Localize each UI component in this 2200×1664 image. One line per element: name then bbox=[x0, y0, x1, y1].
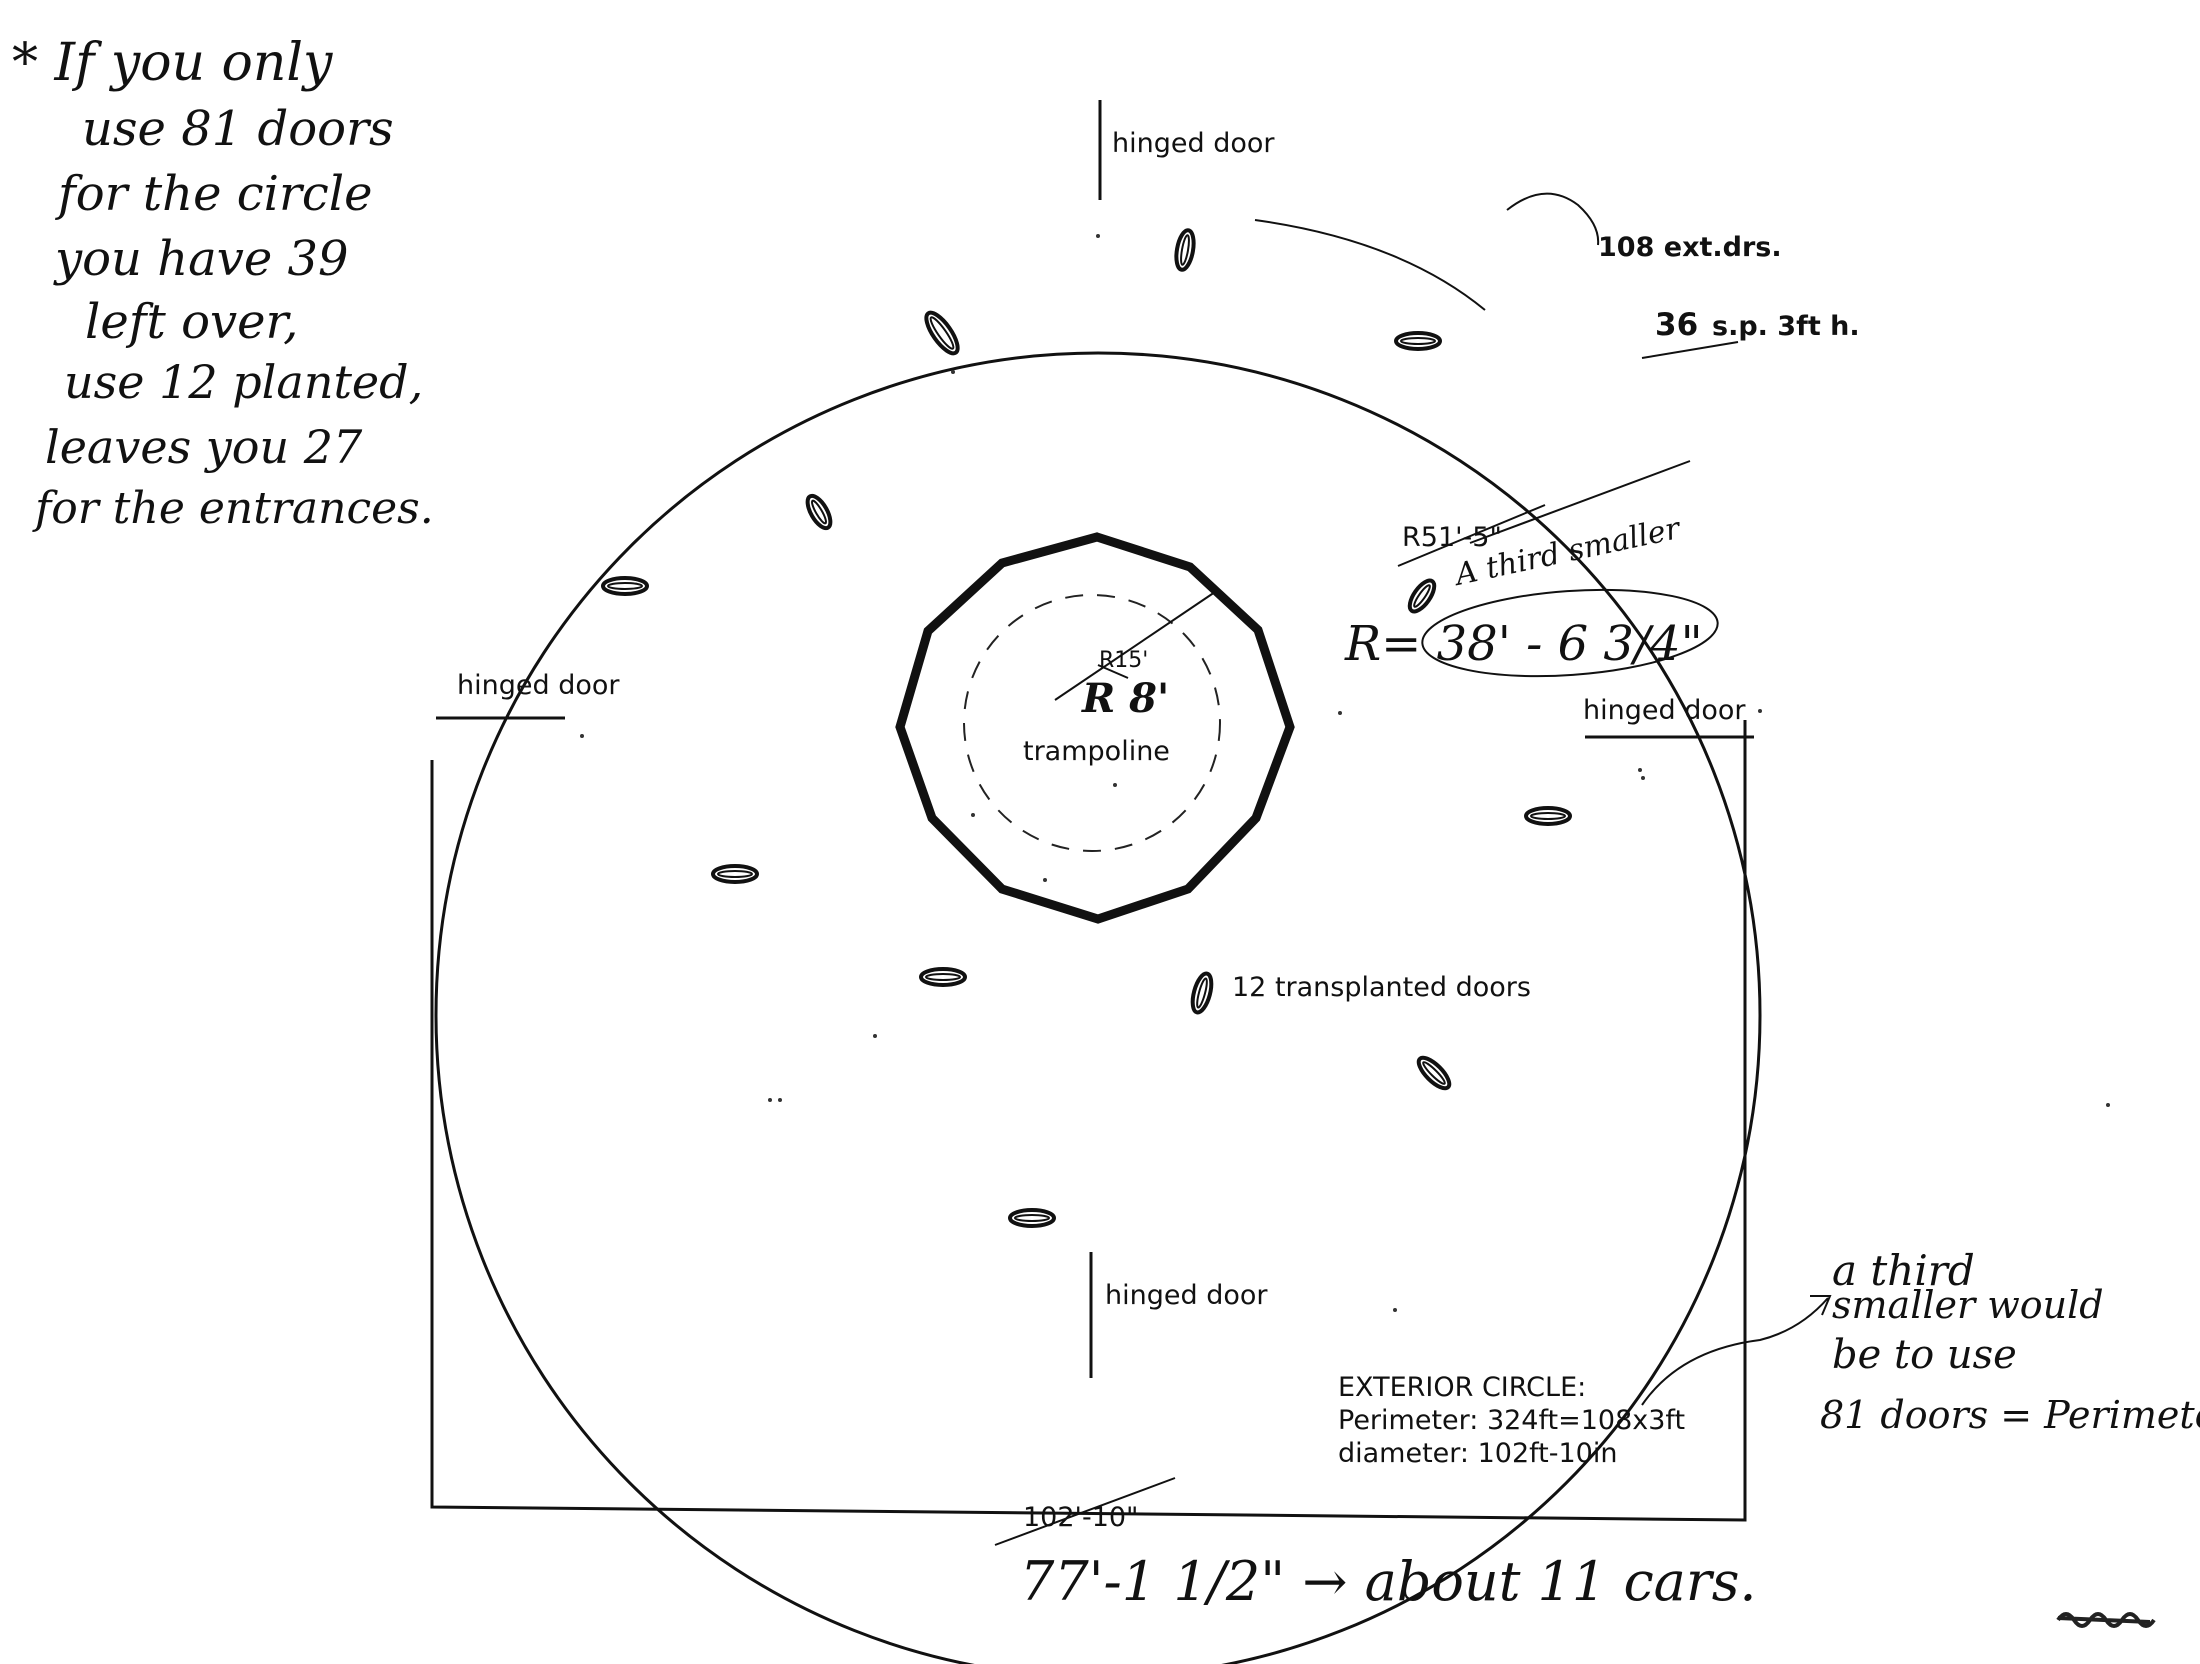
transplanted-door-oval-inner bbox=[1014, 1214, 1050, 1222]
speck bbox=[768, 1098, 772, 1102]
transplanted-door-oval bbox=[1008, 1208, 1056, 1228]
speck bbox=[1758, 709, 1762, 713]
transplanted-door-oval bbox=[1416, 1055, 1452, 1091]
sp-count: 36 bbox=[1655, 307, 1698, 343]
width-dimension-strike bbox=[994, 1477, 1176, 1546]
transplanted-door-oval-inner bbox=[1400, 337, 1436, 345]
right-note-line: a third bbox=[1832, 1246, 1975, 1295]
bottom-note: 77'-1 1/2" → about 11 cars. bbox=[1020, 1550, 1757, 1613]
right-note-line: be to use bbox=[1832, 1332, 2017, 1378]
transplanted-door-oval bbox=[805, 493, 833, 531]
note-line: * If you only bbox=[12, 33, 333, 93]
r8-strike bbox=[1097, 664, 1129, 679]
speck bbox=[1638, 768, 1642, 772]
right-note-line: smaller would bbox=[1832, 1283, 2104, 1327]
handwritten-right-note: a third smaller would be to use 81 doors… bbox=[1820, 1246, 2200, 1437]
note-line: use 81 doors bbox=[82, 101, 394, 157]
new-radius-label: R= 38' - 6 3/4" bbox=[1344, 616, 1703, 672]
transplanted-door-oval bbox=[924, 310, 960, 356]
exterior-doors-label: 108 ext.drs. bbox=[1598, 232, 1782, 263]
note-line: leaves you 27 bbox=[45, 420, 363, 474]
handwritten-note: * If you only use 81 doors for the circl… bbox=[12, 33, 434, 534]
hinged-door-top-label: hinged door bbox=[1112, 128, 1275, 159]
transplanted-door-oval bbox=[1174, 228, 1196, 272]
speck bbox=[1338, 711, 1342, 715]
transplanted-door-oval bbox=[711, 864, 759, 884]
hinged-door-right-label: hinged door bbox=[1583, 695, 1746, 726]
new-radius-circle-mark bbox=[1421, 588, 1719, 678]
transplanted-doors-label: 12 transplanted doors bbox=[1232, 972, 1531, 1003]
sp-leader bbox=[1641, 341, 1739, 359]
note-line: for the entrances. bbox=[32, 483, 434, 534]
outer-radius-strike bbox=[1397, 504, 1546, 567]
speck bbox=[1043, 878, 1047, 882]
speck bbox=[951, 370, 955, 374]
inner-radius-line bbox=[1054, 591, 1216, 701]
transplanted-door-oval bbox=[1524, 806, 1572, 826]
right-note-line: 81 doors = Perimeter 243 bbox=[1820, 1393, 2200, 1437]
plan-frame bbox=[430, 720, 1747, 1522]
outer-radius-label: R51'-5" bbox=[1402, 522, 1502, 553]
transplanted-door-oval-inner bbox=[1422, 1061, 1446, 1085]
speck bbox=[1641, 776, 1645, 780]
trampoline-circle bbox=[963, 594, 1221, 852]
exterior-circle-perimeter: Perimeter: 324ft=108x3ft bbox=[1338, 1405, 1685, 1436]
hinged-door-left-label: hinged door bbox=[457, 670, 620, 701]
trampoline-label: trampoline bbox=[1023, 736, 1170, 767]
transplanted-door-oval bbox=[1190, 971, 1214, 1015]
right-note-arrow bbox=[1641, 1295, 1832, 1406]
transplanted-door-oval-inner bbox=[1180, 234, 1190, 266]
r8-label: R 8' bbox=[1081, 675, 1169, 722]
note-line: use 12 planted, bbox=[64, 355, 423, 409]
transplanted-door-oval-inner bbox=[811, 499, 827, 525]
transplanted-door-oval bbox=[919, 967, 967, 987]
transplanted-door-oval bbox=[601, 576, 649, 596]
specks bbox=[580, 234, 2110, 1312]
transplanted-door-oval bbox=[1394, 331, 1442, 351]
transplanted-door-oval-inner bbox=[929, 316, 955, 350]
transplanted-doors-group bbox=[601, 228, 1572, 1228]
exterior-circle-title: EXTERIOR CIRCLE: bbox=[1338, 1372, 1586, 1403]
exterior-circle bbox=[434, 351, 1762, 1664]
scribble-mark bbox=[2056, 1612, 2156, 1628]
arc-annotation bbox=[1254, 219, 1486, 311]
transplanted-door-oval-inner bbox=[1196, 977, 1208, 1009]
transplanted-door-oval-inner bbox=[1413, 584, 1431, 608]
speck bbox=[1113, 783, 1117, 787]
speck bbox=[2106, 1103, 2110, 1107]
transplanted-door-oval-inner bbox=[925, 973, 961, 981]
speck bbox=[1393, 1308, 1397, 1312]
transplanted-door-oval-inner bbox=[717, 870, 753, 878]
inner-radius-label: R15' bbox=[1099, 648, 1148, 673]
speck bbox=[971, 813, 975, 817]
trampoline-enclosure bbox=[895, 532, 1295, 924]
transplanted-door-oval-inner bbox=[1530, 812, 1566, 820]
ext-doors-leader bbox=[1506, 192, 1600, 246]
sp-height-label: s.p. 3ft h. bbox=[1712, 311, 1860, 342]
outer-radius-line bbox=[1469, 460, 1691, 544]
transplanted-door-oval-inner bbox=[607, 582, 643, 590]
speck bbox=[778, 1098, 782, 1102]
note-line: for the circle bbox=[55, 166, 373, 222]
note-line: you have 39 bbox=[53, 231, 349, 287]
note-line: left over, bbox=[85, 294, 298, 350]
transplanted-door-oval bbox=[1407, 578, 1437, 614]
hinged-door-bottom-label: hinged door bbox=[1105, 1280, 1268, 1311]
speck bbox=[580, 734, 584, 738]
speck bbox=[1096, 234, 1100, 238]
exterior-circle-diameter: diameter: 102ft-10in bbox=[1338, 1438, 1617, 1469]
speck bbox=[873, 1034, 877, 1038]
